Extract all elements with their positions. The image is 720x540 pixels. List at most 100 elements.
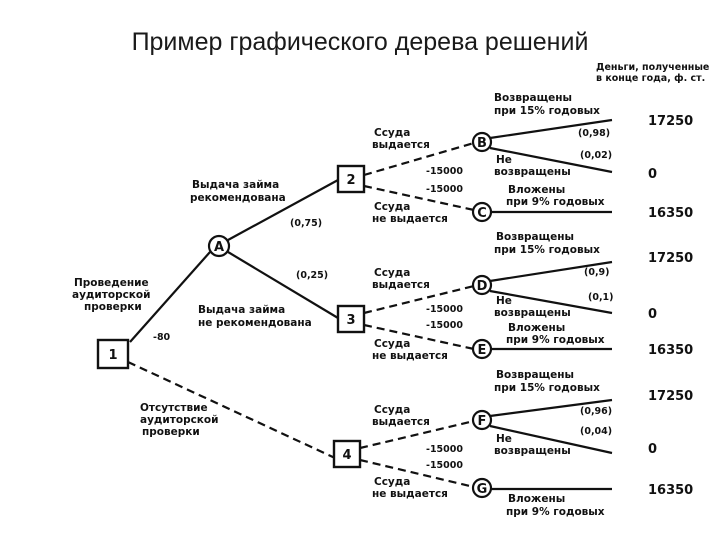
F-not-returned-2: возвращены [494, 445, 571, 457]
outcome-2: 0 [648, 167, 657, 182]
svg-text:3: 3 [346, 313, 355, 328]
n2-loan-issued-2: выдается [372, 139, 430, 151]
n2-loan-amount-2: -15000 [426, 184, 463, 195]
slide-title: Пример графического дерева решений [131, 28, 589, 56]
n2-loan-not-issued-1: Ссуда [374, 201, 410, 213]
n4-loan-amount-2: -15000 [426, 460, 463, 471]
svg-text:4: 4 [342, 448, 351, 463]
edge-F-return [489, 398, 613, 418]
edge-D-noreturn [489, 289, 613, 315]
B-not-returned-2: возвращены [494, 166, 571, 178]
audit-label-2: аудиторской [72, 289, 151, 301]
decision-node-2: 2 [336, 164, 366, 194]
F-returned-1: Возвращены [496, 369, 574, 381]
prob-A-down: (0,25) [296, 270, 328, 281]
no-audit-label-3: проверки [142, 426, 200, 438]
decision-node-4: 4 [332, 439, 362, 469]
decision-node-3: 3 [336, 304, 366, 334]
audit-label-3: проверки [84, 301, 142, 313]
edge-A-2 [227, 179, 339, 241]
n4-loan-not-issued-1: Ссуда [374, 476, 410, 488]
n4-loan-amount-1: -15000 [426, 444, 463, 455]
prob-B-up: (0,98) [578, 128, 610, 139]
G-invested-2: при 9% годовых [506, 506, 605, 518]
edge-4-F [359, 419, 475, 450]
outcome-3: 16350 [648, 206, 693, 221]
svg-text:F: F [478, 414, 487, 429]
outcome-4: 17250 [648, 251, 693, 266]
audit-label-1: Проведение [74, 277, 149, 289]
outcome-6: 16350 [648, 343, 693, 358]
edge-B-return [489, 118, 613, 140]
B-not-returned-1: Не [496, 154, 512, 166]
n2-loan-not-issued-2: не выдается [372, 213, 448, 225]
n3-loan-issued-1: Ссуда [374, 267, 410, 279]
edge-F-noreturn [489, 424, 613, 455]
prob-A-up: (0,75) [290, 218, 322, 229]
loan-recommended-2: рекомендована [190, 192, 286, 204]
svg-text:C: C [477, 206, 487, 221]
D-returned-1: Возвращены [496, 231, 574, 243]
edge-D-return [489, 260, 613, 283]
svg-text:E: E [478, 343, 487, 358]
n2-loan-amount-1: -15000 [426, 166, 463, 177]
no-audit-label-2: аудиторской [140, 414, 219, 426]
n3-loan-amount-2: -15000 [426, 320, 463, 331]
chance-node-G: G [471, 477, 493, 499]
outcome-1: 17250 [648, 114, 693, 129]
chance-node-A: A [207, 234, 231, 258]
E-invested-1: Вложены [508, 322, 565, 334]
no-audit-label-1: Отсутствие [140, 402, 208, 414]
prob-F-up: (0,96) [580, 406, 612, 417]
n4-loan-issued-2: выдается [372, 416, 430, 428]
money-header-line2: в конце года, ф. ст. [596, 73, 705, 84]
loan-not-recommended-1: Выдача займа [198, 304, 285, 316]
B-returned-1: Возвращены [494, 92, 572, 104]
money-header-line1: Деньги, полученные [596, 62, 709, 73]
edge-3-D [363, 284, 475, 315]
edge-A-3 [227, 251, 339, 319]
loan-not-recommended-2: не рекомендована [198, 317, 312, 329]
outcome-8: 0 [648, 442, 657, 457]
outcome-7: 17250 [648, 389, 693, 404]
E-invested-2: при 9% годовых [506, 334, 605, 346]
B-returned-2: при 15% годовых [494, 105, 600, 117]
edge-1-A [129, 251, 211, 343]
edge-3-E [363, 323, 475, 351]
C-invested-1: Вложены [508, 184, 565, 196]
svg-text:B: B [477, 136, 487, 151]
n3-loan-issued-2: выдается [372, 279, 430, 291]
D-not-returned-1: Не [496, 295, 512, 307]
svg-text:2: 2 [346, 173, 355, 188]
svg-text:A: A [214, 240, 224, 255]
svg-text:G: G [477, 482, 488, 497]
edge-2-C [363, 184, 475, 212]
tree-edges [127, 118, 613, 491]
n3-loan-amount-1: -15000 [426, 304, 463, 315]
chance-node-E: E [471, 338, 493, 360]
G-invested-1: Вложены [508, 493, 565, 505]
chance-node-D: D [471, 274, 493, 296]
audit-cost: -80 [153, 332, 171, 343]
n2-loan-issued-1: Ссуда [374, 127, 410, 139]
chance-node-C: C [471, 201, 493, 223]
F-not-returned-1: Не [496, 433, 512, 445]
decision-node-1: 1 [96, 338, 130, 370]
n3-loan-not-issued-1: Ссуда [374, 338, 410, 350]
prob-F-down: (0,04) [580, 426, 612, 437]
n4-loan-not-issued-2: не выдается [372, 488, 448, 500]
prob-D-up: (0,9) [584, 267, 610, 278]
D-not-returned-2: возвращены [494, 307, 571, 319]
C-invested-2: при 9% годовых [506, 196, 605, 208]
svg-text:1: 1 [108, 348, 117, 363]
n4-loan-issued-1: Ссуда [374, 404, 410, 416]
chance-node-F: F [471, 409, 493, 431]
svg-text:D: D [477, 279, 488, 294]
F-returned-2: при 15% годовых [494, 382, 600, 394]
edge-B-noreturn [489, 146, 613, 174]
chance-node-B: B [471, 131, 493, 153]
outcome-5: 0 [648, 307, 657, 322]
n3-loan-not-issued-2: не выдается [372, 350, 448, 362]
outcome-9: 16350 [648, 483, 693, 498]
